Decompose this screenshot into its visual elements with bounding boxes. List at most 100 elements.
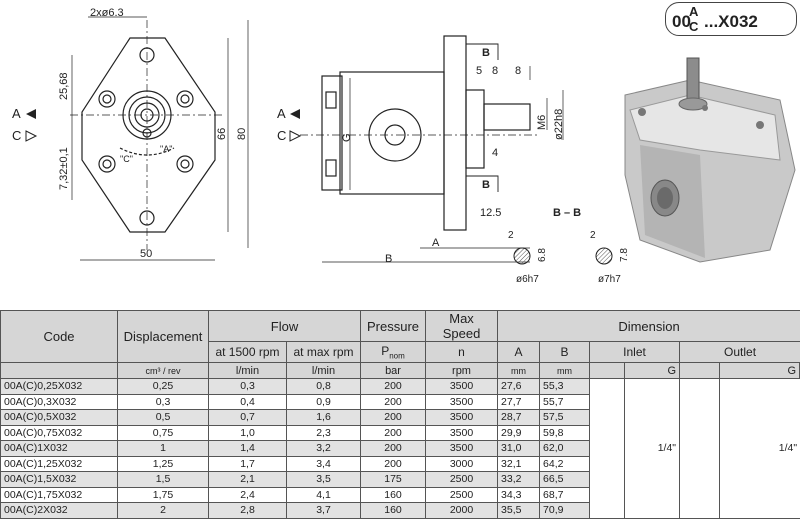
cell-code: 00A(C)1,5X032 [1, 472, 118, 488]
cell-n: 3500 [426, 410, 498, 426]
col-code: Code [1, 311, 118, 363]
model-code-tag: 00 A C ...X032 [665, 2, 797, 36]
cell-disp: 0,25 [118, 379, 209, 395]
cell-f1: 0,7 [209, 410, 287, 426]
cell-n: 3500 [426, 394, 498, 410]
cell-f1: 2,1 [209, 472, 287, 488]
cell-f1: 1,7 [209, 456, 287, 472]
cell-code: 00A(C)1,75X032 [1, 487, 118, 503]
cell-a: 27,7 [498, 394, 540, 410]
cell-f2: 4,1 [287, 487, 361, 503]
dim-8b: 8 [515, 65, 521, 77]
unit-speed: rpm [426, 363, 498, 379]
rotation-c-label: "C" [120, 154, 133, 164]
cell-p: 200 [361, 425, 426, 441]
cell-a: 29,9 [498, 425, 540, 441]
cell-disp: 1 [118, 441, 209, 457]
section-right-h: 7.8 [619, 248, 630, 262]
cell-disp: 0,3 [118, 394, 209, 410]
col-max-speed: Max Speed [426, 311, 498, 342]
col-n: n [426, 342, 498, 363]
cell-f1: 0,4 [209, 394, 287, 410]
cell-code: 00A(C)1X032 [1, 441, 118, 457]
section-left-d: ø6h7 [516, 274, 539, 285]
dim-m6: M6 [536, 115, 548, 130]
code-variant-c: C [689, 19, 698, 34]
arrow-a-side-icon [290, 109, 300, 119]
col-a: A [498, 342, 540, 363]
cell-p: 200 [361, 379, 426, 395]
side-b-top: B [482, 47, 490, 59]
cell-n: 3000 [426, 456, 498, 472]
dim-12-5: 12.5 [480, 207, 501, 219]
cell-b: 57,5 [540, 410, 590, 426]
cell-disp: 1,5 [118, 472, 209, 488]
cell-p: 175 [361, 472, 426, 488]
cell-code: 00A(C)0,75X032 [1, 425, 118, 441]
section-left-w: 2 [508, 230, 514, 241]
cell-p: 200 [361, 394, 426, 410]
holes-label: 2xø6.3 [90, 7, 124, 19]
unit-outlet-blank [680, 363, 720, 379]
cell-f2: 3,4 [287, 456, 361, 472]
col-flow: Flow [209, 311, 361, 342]
side-c-label-left: C [12, 128, 21, 143]
cell-b: 55,7 [540, 394, 590, 410]
cell-f2: 0,8 [287, 379, 361, 395]
unit-inlet-g: G [625, 363, 680, 379]
dim-g: G [341, 133, 353, 142]
inlet-size: 1/4" [625, 379, 680, 519]
section-right-d: ø7h7 [598, 274, 621, 285]
cell-b: 64,2 [540, 456, 590, 472]
dim-a: A [432, 237, 440, 249]
technical-drawing: 2xø6.3 25,68 7,32±0,1 66 80 50 "C" "A" A… [0, 0, 800, 310]
dim-b: B [385, 253, 392, 265]
col-pressure: Pressure [361, 311, 426, 342]
cell-p: 160 [361, 487, 426, 503]
dim-50: 50 [140, 248, 152, 260]
cell-disp: 0,75 [118, 425, 209, 441]
cell-a: 33,2 [498, 472, 540, 488]
col-pnom: Pnom [361, 342, 426, 363]
arrow-c-side-icon [290, 131, 300, 141]
cell-a: 31,0 [498, 441, 540, 457]
arrow-c-icon [26, 131, 36, 141]
cell-n: 3500 [426, 425, 498, 441]
dim-25-68: 25,68 [58, 72, 70, 100]
dim-7-32: 7,32±0,1 [58, 147, 70, 190]
code-variant-a: A [689, 4, 698, 19]
cell-n: 2500 [426, 487, 498, 503]
cell-disp: 1,75 [118, 487, 209, 503]
outlet-size: 1/4" [720, 379, 800, 519]
dim-8a: 8 [492, 65, 498, 77]
dim-5: 5 [476, 65, 482, 77]
cell-code: 00A(C)1,25X032 [1, 456, 118, 472]
side-a-label-right: A [277, 106, 286, 121]
cell-f2: 3,5 [287, 472, 361, 488]
cell-n: 3500 [426, 441, 498, 457]
section-left-h: 6.8 [537, 248, 548, 262]
col-dimension: Dimension [498, 311, 800, 342]
cell-a: 32,1 [498, 456, 540, 472]
unit-code [1, 363, 118, 379]
cell-code: 00A(C)0,25X032 [1, 379, 118, 395]
outlet-blank [680, 379, 720, 519]
cell-b: 55,3 [540, 379, 590, 395]
cell-disp: 1,25 [118, 456, 209, 472]
unit-inlet-blank [590, 363, 625, 379]
side-a-label-left: A [12, 106, 21, 121]
cell-b: 66,5 [540, 472, 590, 488]
dim-80: 80 [236, 128, 248, 140]
col-atmax: at max rpm [287, 342, 361, 363]
dim-4: 4 [492, 147, 498, 159]
cell-b: 68,7 [540, 487, 590, 503]
cell-f1: 1,0 [209, 425, 287, 441]
unit-displacement: cm³ / rev [118, 363, 209, 379]
arrow-a-icon [26, 109, 36, 119]
cell-n: 2500 [426, 472, 498, 488]
col-b: B [540, 342, 590, 363]
cell-a: 27,6 [498, 379, 540, 395]
cell-f1: 1,4 [209, 441, 287, 457]
pump-render [625, 58, 795, 262]
